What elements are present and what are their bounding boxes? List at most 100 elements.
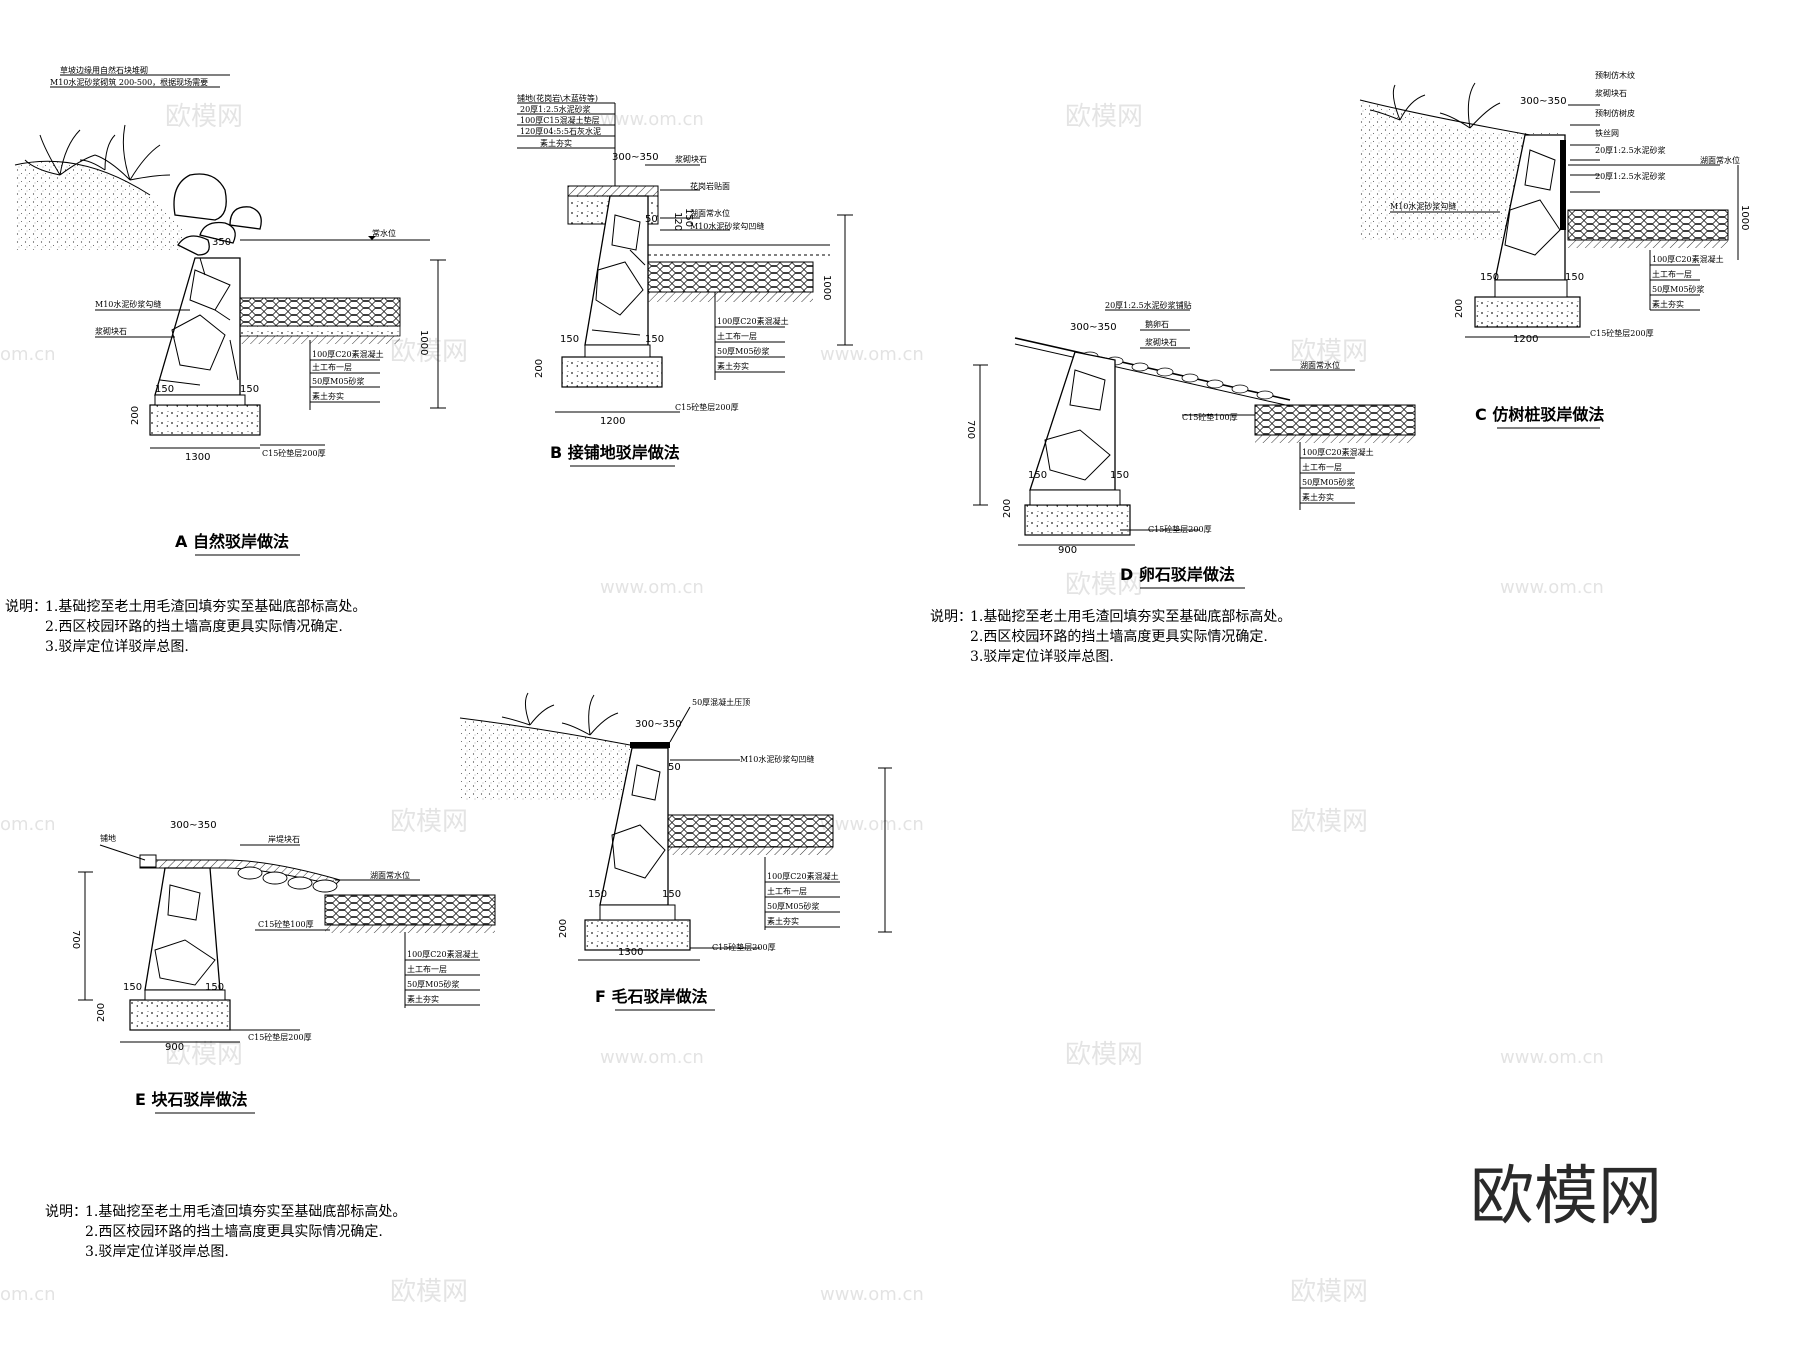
label: 素土夯实 — [540, 138, 572, 148]
dim: 1200 — [600, 416, 625, 427]
section-title: B 接铺地驳岸做法 — [550, 443, 680, 462]
natural-rocks — [173, 173, 262, 256]
footing — [149, 404, 261, 436]
label: C15砼垫100厚 — [258, 919, 314, 929]
label: 100厚C15混凝土垫层 — [520, 115, 600, 125]
label: M10水泥砂浆勾缝 — [1390, 201, 1456, 211]
dim: 300~350 — [1070, 322, 1117, 333]
label: 50厚M05砂浆 — [1652, 284, 1705, 294]
notes-block-3: 说明： 1.基础挖至老土用毛渣回填夯实至基础底部标高处。 2.西区校园环路的挡土… — [45, 1203, 406, 1260]
watermark-url: www.om.cn — [820, 1284, 924, 1305]
label: 素土夯实 — [1302, 492, 1334, 502]
dim: 150 — [123, 982, 142, 993]
watermark-url: www.om.cn — [600, 109, 704, 130]
dim: 150 — [588, 889, 607, 900]
watermark-brand: 欧模网 — [165, 1040, 243, 1070]
label: C15砼垫100厚 — [1182, 412, 1238, 422]
label: 120厚04:5:5石灰水泥 — [520, 126, 601, 136]
retaining-wall — [144, 867, 221, 991]
section-b-paving-revetment: 铺地(花岗岩\木蓝砖等) 20厚1:2.5水泥砂浆 100厚C15混凝土垫层 1… — [517, 93, 853, 467]
label: 50厚M05砂浆 — [717, 346, 770, 356]
label: 浆砌块石 — [675, 154, 707, 164]
dim: 700 — [965, 420, 976, 439]
dim: 150 — [240, 384, 259, 395]
dim: 150 — [1110, 470, 1129, 481]
dim: 150 — [155, 384, 174, 395]
label: 土工布一层 — [407, 964, 447, 974]
watermark-url: www.om.cn — [1500, 577, 1604, 598]
dim: 150 — [560, 334, 579, 345]
label: M10水泥砂浆勾凹缝 — [690, 221, 764, 231]
note-item: 2.西区校园环路的挡土墙高度更具实际情况确定. — [970, 628, 1268, 645]
section-title: E 块石驳岸做法 — [135, 1090, 248, 1109]
watermark-url-partial: om.cn — [0, 1284, 56, 1305]
watermark-brand: 欧模网 — [165, 102, 243, 132]
dim: 200 — [1002, 499, 1013, 518]
watermark-brand: 欧模网 — [1065, 1040, 1143, 1070]
dim: 300~350 — [612, 152, 659, 163]
note-item: 2.西区校园环路的挡土墙高度更具实际情况确定. — [45, 618, 343, 635]
notes-heading: 说明： — [930, 609, 972, 625]
retaining-wall — [154, 257, 241, 396]
dim: 350 — [212, 237, 231, 248]
label: 素土夯实 — [717, 361, 749, 371]
dim: 1000 — [418, 330, 429, 355]
label: 土工布一层 — [312, 362, 352, 372]
label: M10水泥砂浆砌筑 200-500，根据现场需要 — [50, 77, 208, 87]
watermark-url: www.om.cn — [820, 814, 924, 835]
watermark-brand: 欧模网 — [390, 1277, 468, 1307]
section-f-rubble-revetment: 50厚混凝土压顶 M10水泥砂浆勾凹缝 100厚C20素混凝土 土工布一层 50… — [459, 692, 892, 1011]
label: 铺地(花岗岩\木蓝砖等) — [517, 93, 598, 103]
label: C15砼垫层200厚 — [712, 942, 776, 952]
notes-block-2: 说明： 1.基础挖至老土用毛渣回填夯实至基础底部标高处。 2.西区校园环路的挡土… — [930, 608, 1291, 665]
label: 草坡边缘用自然石块堆砌 — [60, 65, 148, 75]
footing — [561, 356, 663, 388]
label: 20厚1:2.5水泥砂浆 — [1595, 171, 1666, 181]
note-item: 3.驳岸定位详驳岸总图. — [85, 1244, 229, 1260]
block-stones — [237, 866, 338, 893]
watermark-url: www.om.cn — [1500, 1047, 1604, 1068]
label: C15砼垫层200厚 — [1148, 524, 1212, 534]
label: 50厚M05砂浆 — [767, 901, 820, 911]
label: 湖面常水位 — [690, 208, 730, 218]
label: 素土夯实 — [1652, 299, 1684, 309]
water-level-label: 湖面常水位 — [1300, 360, 1340, 370]
dim: 1300 — [185, 452, 210, 463]
watermark-brand: 欧模网 — [1290, 337, 1368, 367]
watermark-brand: 欧模网 — [390, 807, 468, 837]
label: C15砼垫层200厚 — [1590, 328, 1654, 338]
dim: 150 — [683, 208, 694, 227]
footing — [1474, 296, 1581, 328]
section-a-natural-revetment: 草坡边缘用自然石块堆砌 M10水泥砂浆砌筑 200-500，根据现场需要 常水位… — [14, 65, 446, 556]
label: 100厚C20素混凝土 — [407, 949, 479, 959]
water-level-label: 湖面常水位 — [1700, 155, 1740, 165]
dim: 200 — [130, 406, 141, 425]
label: M10水泥砂浆勾凹缝 — [740, 754, 814, 764]
note-item: 3.驳岸定位详驳岸总图. — [45, 639, 189, 655]
notes-heading: 说明： — [5, 599, 47, 615]
section-e-block-stone-revetment: 铺地 岸堤块石 湖面常水位 C15砼垫100厚 100厚C20素混凝土 土工布一… — [70, 820, 496, 1114]
watermark-brand: 欧模网 — [390, 337, 468, 367]
watermark-url-partial: om.cn — [0, 814, 56, 835]
watermark-brand: 欧模网 — [1290, 807, 1368, 837]
label: 铁丝网 — [1595, 128, 1619, 138]
label: 土工布一层 — [1652, 269, 1692, 279]
watermark-url-partial: om.cn — [0, 344, 56, 365]
note-item: 1.基础挖至老土用毛渣回填夯实至基础底部标高处。 — [45, 598, 366, 615]
label: 花岗岩贴面 — [690, 181, 730, 191]
dim: 200 — [96, 1003, 107, 1022]
plant-icon — [501, 692, 619, 736]
section-title: C 仿树桩驳岸做法 — [1475, 405, 1604, 424]
section-title: D 卵石驳岸做法 — [1120, 565, 1235, 584]
dim: 50 — [645, 214, 658, 225]
note-item: 1.基础挖至老土用毛渣回填夯实至基础底部标高处。 — [85, 1203, 406, 1220]
section-title: F 毛石驳岸做法 — [595, 987, 708, 1006]
footing — [1024, 504, 1131, 536]
dim: 200 — [534, 359, 545, 378]
dim: 900 — [1058, 545, 1077, 556]
label: 土工布一层 — [1302, 462, 1342, 472]
label: 20厚1:2.5水泥砂浆 — [520, 104, 591, 114]
label: 土工布一层 — [767, 886, 807, 896]
dim: 150 — [205, 982, 224, 993]
footing — [129, 999, 231, 1031]
